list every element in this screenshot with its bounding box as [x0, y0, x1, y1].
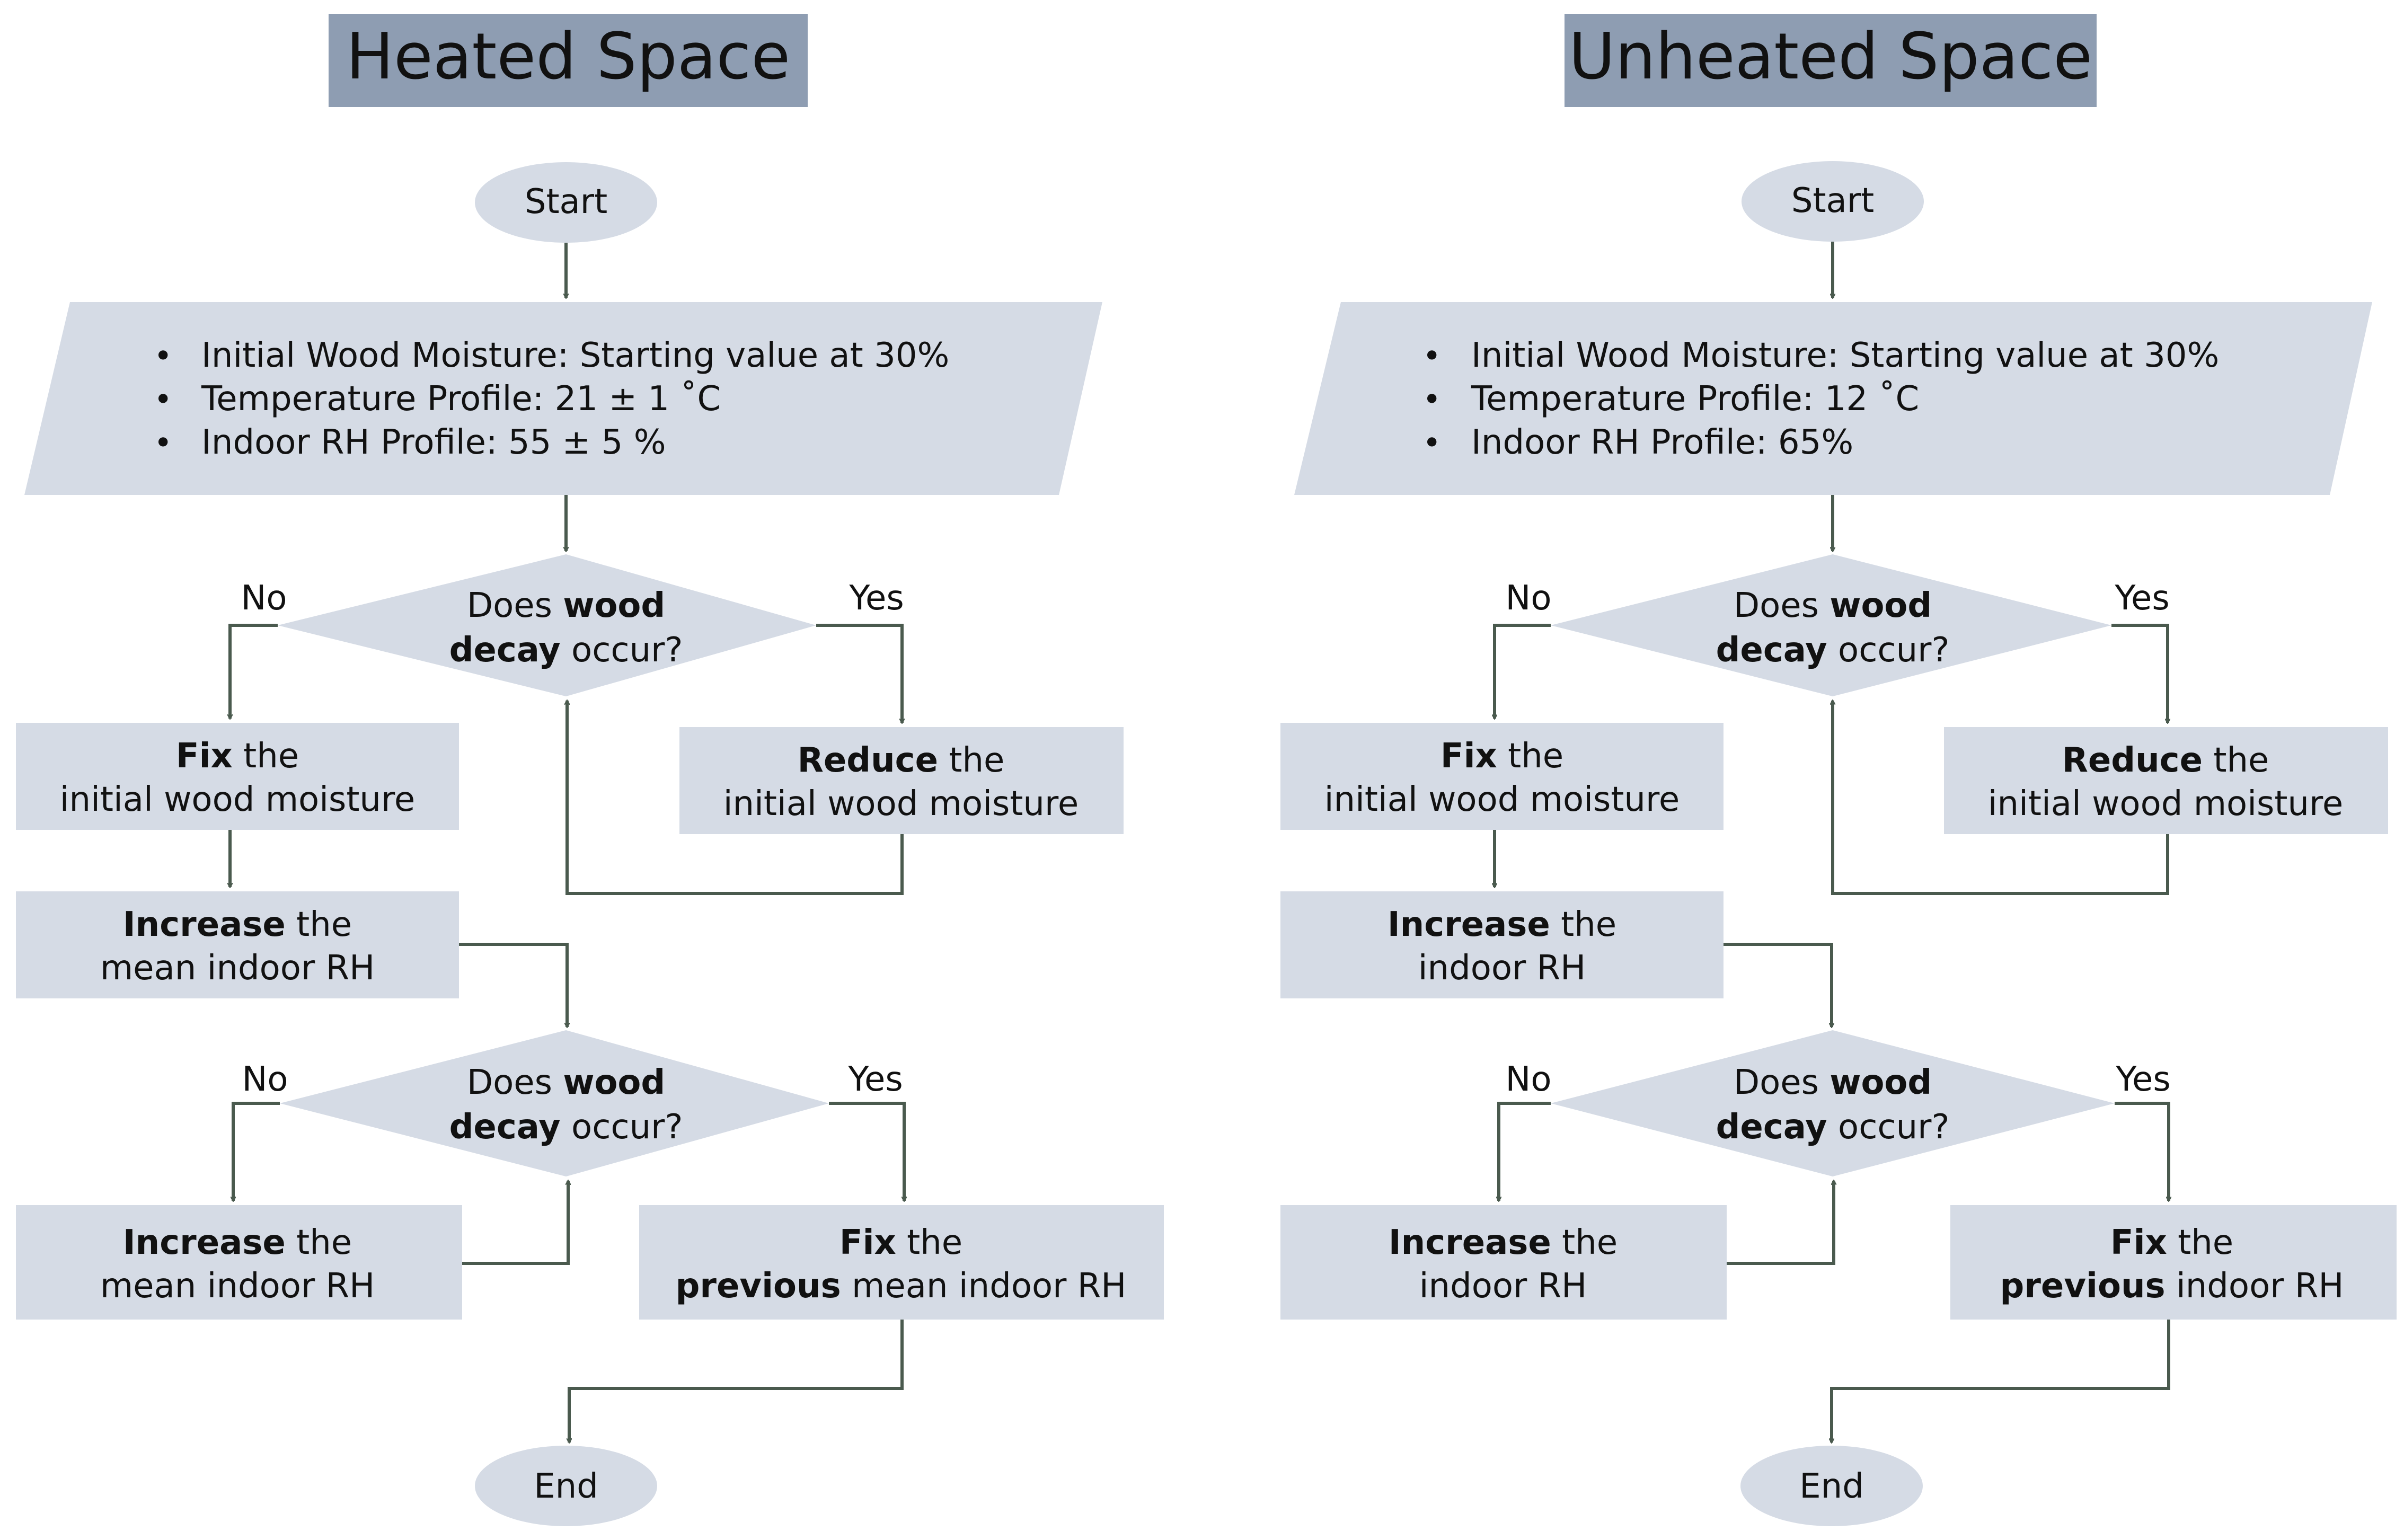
end-node [475, 1446, 657, 1526]
input-line-3: Indoor RH Profile: 65% [1471, 423, 1853, 462]
decision-1-line-1: Does wood [1734, 586, 1932, 625]
decision-2-diamond [1551, 1030, 2115, 1176]
bullet: • [154, 381, 172, 418]
fix-previous-line-1: Fix the [2110, 1223, 2233, 1262]
input-line-2: Temperature Profile: 12 ˚C [1471, 379, 1919, 419]
arrow-reduce-loop-back [1833, 701, 2169, 895]
arrow-decision-1-yes [2111, 624, 2168, 723]
fix-moisture-line-1: Fix the [1440, 737, 1563, 776]
arrow-decision-1-no [230, 624, 278, 719]
fix-moisture-box [16, 723, 459, 830]
arrow-reduce-loop-back [567, 701, 904, 895]
arrow-fix-previous-to-end [1832, 1320, 2170, 1442]
input-line-1: Initial Wood Moisture: Starting value at… [1471, 336, 2219, 375]
panel-title-box [329, 14, 808, 107]
reduce-moisture-line-2: initial wood moisture [1988, 784, 2344, 824]
arrow-decision-2-no [233, 1102, 280, 1201]
panel-title-box [1565, 14, 2097, 107]
increase-rh-2-line-2: mean indoor RH [100, 1267, 375, 1306]
arrow-decision-2-no [1499, 1102, 1551, 1201]
input-line-1: Initial Wood Moisture: Starting value at… [201, 336, 949, 375]
decision-1-no-label: No [241, 579, 287, 618]
arrow-decision-2-yes [2115, 1102, 2169, 1201]
fix-moisture-line-1: Fix the [176, 737, 299, 776]
increase-rh-2-box [1280, 1205, 1727, 1320]
start-label: Start [525, 182, 607, 222]
increase-rh-2-box [16, 1205, 462, 1320]
bullet: • [154, 424, 172, 462]
decision-1-line-2: decay occur? [1716, 631, 1950, 670]
increase-rh-box [1280, 891, 1724, 998]
decision-1-yes-label: Yes [2114, 579, 2169, 618]
start-node [475, 162, 657, 243]
arrow-increase-to-decision-2 [459, 943, 567, 1027]
panel-heated: Heated Space Start • Initial Wood Moistu… [16, 14, 1164, 1526]
input-parallelogram [1294, 302, 2372, 495]
arrow-decision-1-yes [816, 624, 902, 723]
input-line-2: Temperature Profile: 21 ± 1 ˚C [201, 379, 721, 419]
reduce-moisture-line-2: initial wood moisture [723, 784, 1079, 824]
increase-rh-line-2: indoor RH [1418, 949, 1586, 988]
decision-2-line-1: Does wood [1734, 1063, 1932, 1102]
decision-2-no-label: No [242, 1060, 288, 1099]
decision-2-line-2: decay occur? [1716, 1108, 1950, 1147]
reduce-moisture-box [1944, 727, 2388, 834]
arrow-increase-to-decision-2 [1724, 943, 1832, 1027]
arrow-increase-2-loop-back [462, 1181, 568, 1265]
fix-moisture-line-2: initial wood moisture [1324, 780, 1680, 819]
increase-rh-2-line-1: Increase the [1389, 1223, 1618, 1262]
input-line-3: Indoor RH Profile: 55 ± 5 % [201, 423, 666, 462]
increase-rh-box [16, 891, 459, 998]
decision-1-yes-label: Yes [849, 579, 904, 618]
end-label: End [534, 1467, 598, 1506]
connectors [1495, 242, 2169, 1442]
panel-title: Heated Space [346, 20, 790, 94]
bullet: • [154, 338, 172, 375]
fix-moisture-box [1280, 723, 1724, 830]
increase-rh-2-line-2: indoor RH [1419, 1267, 1587, 1306]
decision-1-line-1: Does wood [467, 586, 665, 625]
connectors [230, 243, 904, 1442]
panel-unheated: Unheated Space Start • Initial Wood Mois… [1280, 14, 2397, 1526]
increase-rh-line-1: Increase the [123, 905, 352, 944]
arrow-increase-2-loop-back [1727, 1181, 1834, 1265]
arrow-decision-2-yes [829, 1102, 904, 1201]
fix-previous-box [1950, 1205, 2397, 1320]
decision-2-diamond [280, 1030, 829, 1176]
bullet: • [1422, 381, 1441, 418]
decision-2-yes-label: Yes [847, 1060, 903, 1099]
bullet: • [1422, 424, 1441, 462]
arrow-decision-1-no [1495, 624, 1551, 719]
reduce-moisture-line-1: Reduce the [2062, 741, 2269, 780]
decision-2-line-2: decay occur? [449, 1108, 683, 1147]
fix-previous-line-1: Fix the [839, 1223, 962, 1262]
fix-moisture-line-2: initial wood moisture [60, 780, 416, 819]
bullet: • [1422, 338, 1441, 375]
increase-rh-2-line-1: Increase the [123, 1223, 352, 1262]
decision-1-line-2: decay occur? [449, 631, 683, 670]
arrow-fix-previous-to-end [569, 1320, 904, 1442]
reduce-moisture-line-1: Reduce the [798, 741, 1005, 780]
decision-1-diamond [278, 554, 816, 696]
start-node [1742, 161, 1924, 242]
panel-title: Unheated Space [1569, 20, 2092, 94]
fix-previous-line-2: previous mean indoor RH [676, 1267, 1127, 1306]
reduce-moisture-box [679, 727, 1124, 834]
start-label: Start [1791, 181, 1874, 220]
decision-2-yes-label: Yes [2115, 1060, 2170, 1099]
fix-previous-line-2: previous indoor RH [2000, 1267, 2344, 1306]
increase-rh-line-1: Increase the [1387, 905, 1616, 944]
input-parallelogram [24, 302, 1102, 495]
increase-rh-line-2: mean indoor RH [100, 949, 375, 988]
end-label: End [1799, 1467, 1864, 1506]
end-node [1740, 1446, 1923, 1526]
decision-1-diamond [1551, 554, 2111, 696]
fix-previous-box [639, 1205, 1164, 1320]
decision-2-no-label: No [1505, 1060, 1551, 1099]
decision-2-line-1: Does wood [467, 1063, 665, 1102]
decision-1-no-label: No [1505, 579, 1551, 618]
